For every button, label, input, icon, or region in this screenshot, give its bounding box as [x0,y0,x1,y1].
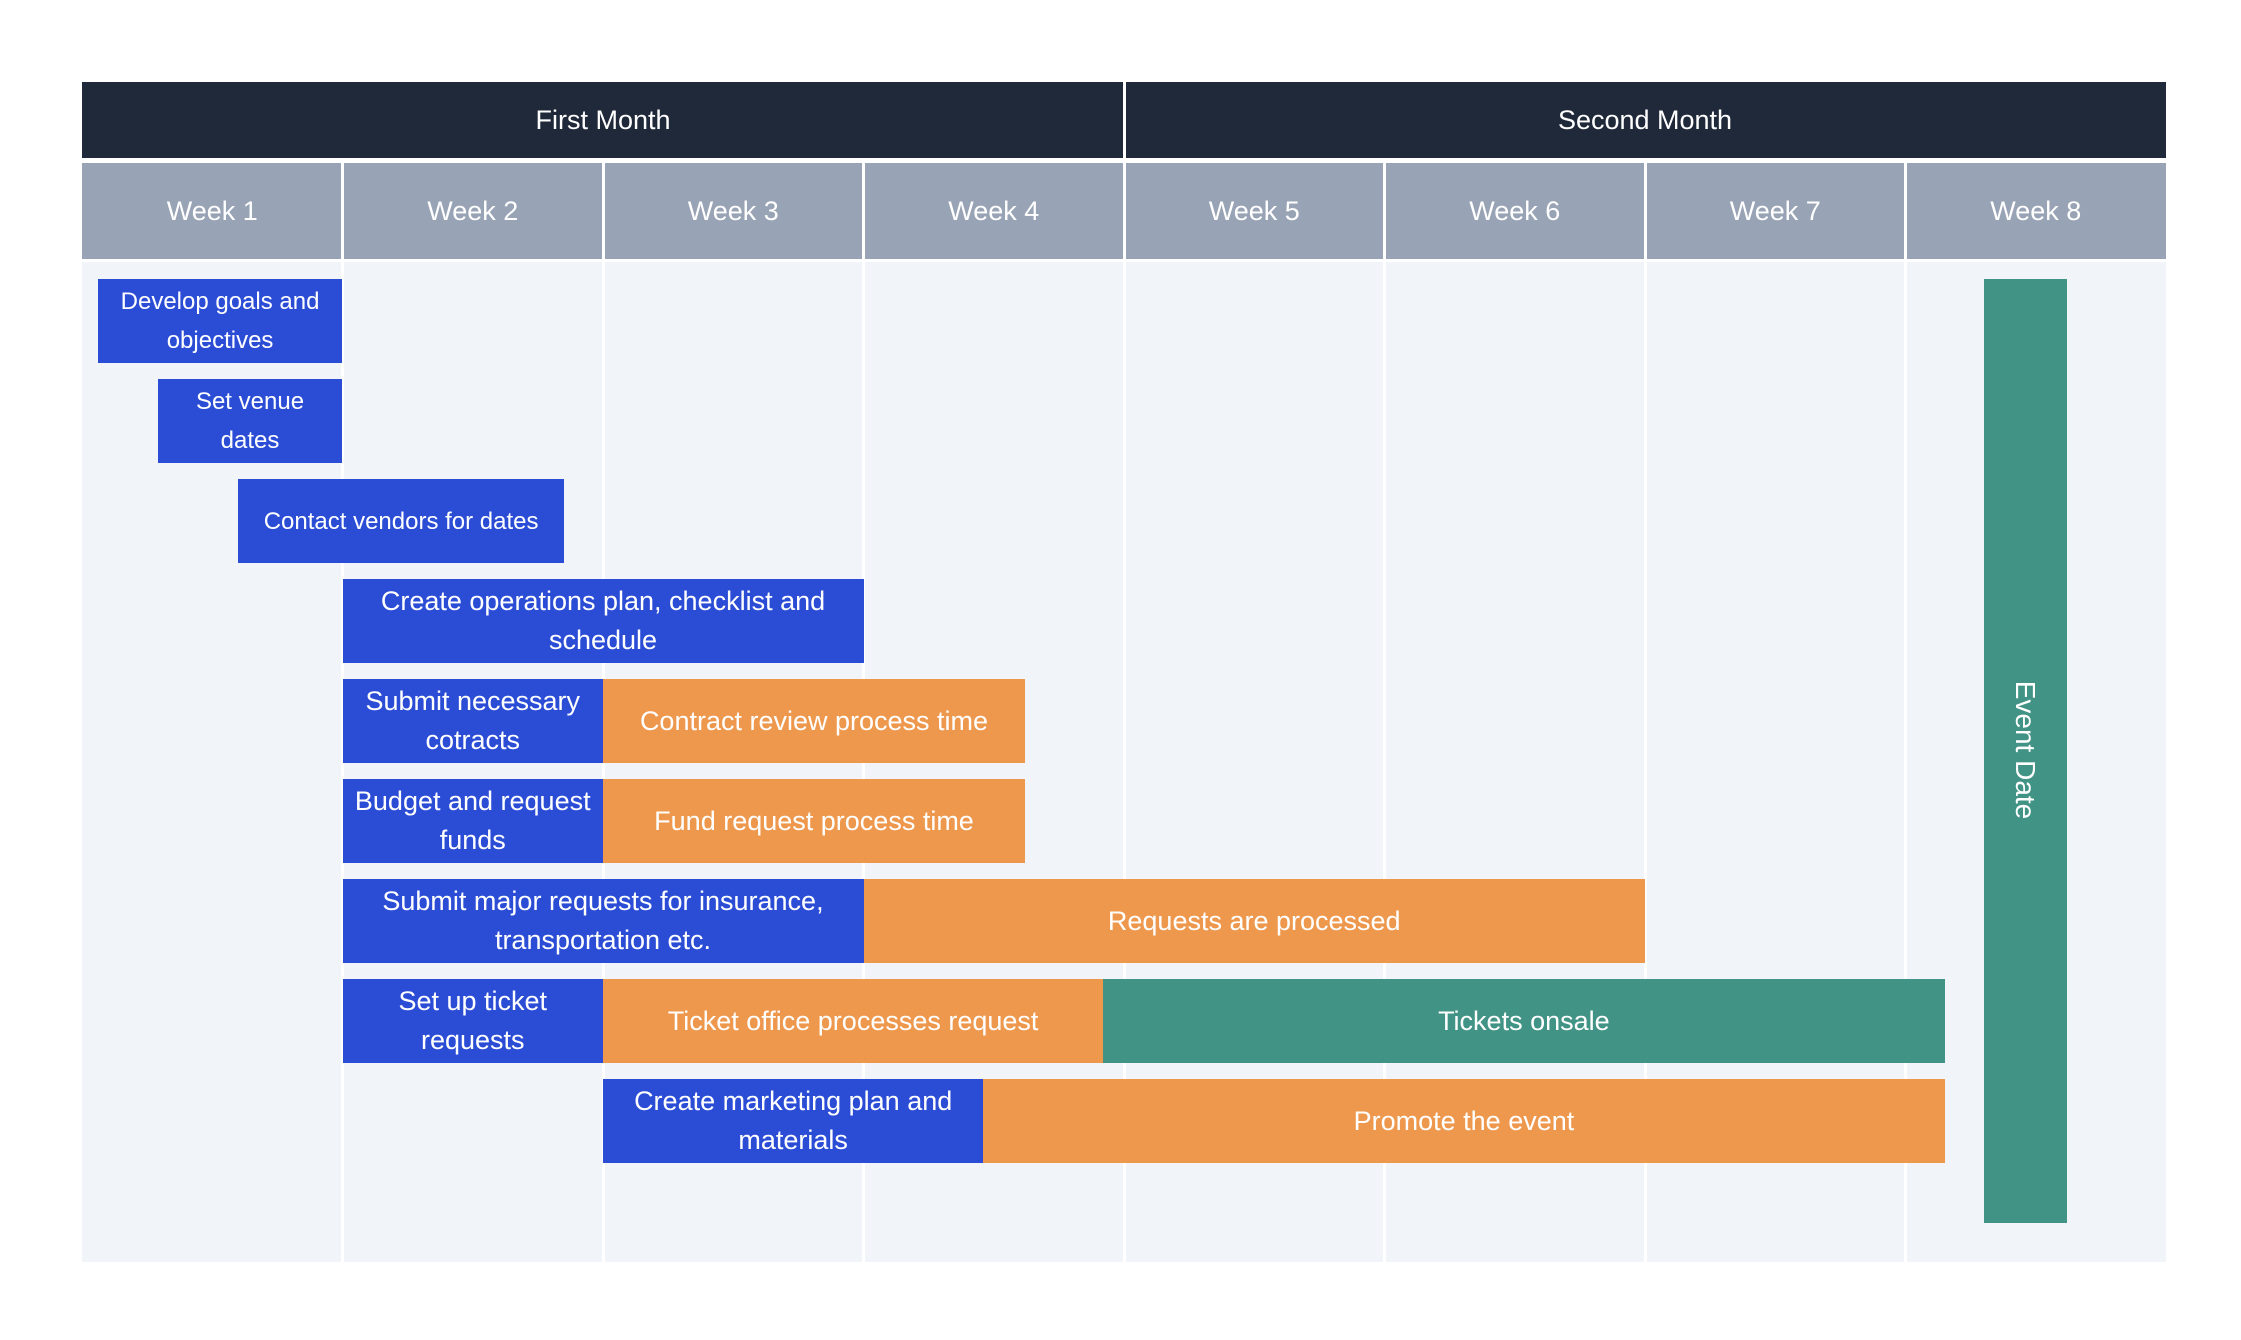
week-header-cell [1386,163,1644,259]
task-bar: Requests are processed [863,879,1645,963]
task-label: Submit necessary cotracts [365,686,581,755]
week-header-cell [604,163,862,259]
task-label: Budget and request funds [354,786,591,855]
task-bar: Submit necessary cotracts [342,679,603,763]
week-header-cell [865,163,1123,259]
task-label: Tickets onsale [1438,1005,1610,1036]
event-date-bar [1983,279,2067,1223]
task-bar: Set venue dates [157,379,343,463]
task-label: Create operations plan, checklist and sc… [380,586,826,655]
task-bar: Develop goals and objectives [97,279,343,363]
task-bar: Submit major requests for insurance, tra… [342,879,864,963]
month-header [1125,82,2166,158]
week-label: Week 6 [1469,196,1561,226]
week-label: Week 8 [1990,196,2082,226]
task-label: Fund request process time [654,805,974,836]
task-label: Contact vendors for dates [263,507,539,535]
task-bar: Create marketing plan and materials [603,1079,984,1163]
week-label: Week 2 [427,196,519,226]
task-label: Promote the event [1353,1105,1575,1136]
task-bar: Ticket office processes request [603,979,1104,1063]
week-header-cell [344,163,602,259]
task-label: Set up ticket requests [398,986,548,1055]
week-header-cell [82,163,341,259]
task-bar: Set up ticket requests [342,979,603,1063]
week-header-cell [1646,163,1904,259]
task-bar: Contact vendors for dates [238,479,564,563]
task-bar: Tickets onsale [1103,979,1945,1063]
week-header-cell [1125,163,1383,259]
task-label: Develop goals and objectives [120,288,320,354]
week-label: Week 4 [948,196,1040,226]
week-label: Week 5 [1208,196,1300,226]
month-header [82,82,1123,158]
task-label: Submit major requests for insurance, tra… [382,886,824,955]
week-header-cell [1907,163,2166,259]
task-label: Ticket office processes request [667,1005,1039,1036]
week-label: Week 1 [166,196,258,226]
task-label: Set venue dates [195,388,305,454]
week-label: Week 7 [1729,196,1821,226]
month-label: First Month [535,105,671,135]
task-label: Contract review process time [639,705,989,736]
task-label: Requests are processed [1107,905,1401,936]
task-bar: Create operations plan, checklist and sc… [342,579,864,663]
month-label: Second Month [1557,105,1733,135]
task-bar: Promote the event [983,1079,1945,1163]
task-bar: Fund request process time [603,779,1025,863]
task-bar: Contract review process time [603,679,1025,763]
week-label: Week 3 [687,196,779,226]
event-date-label: Event Date [2010,680,2042,820]
task-bar: Budget and request funds [342,779,603,863]
task-label: Create marketing plan and materials [634,1086,953,1155]
